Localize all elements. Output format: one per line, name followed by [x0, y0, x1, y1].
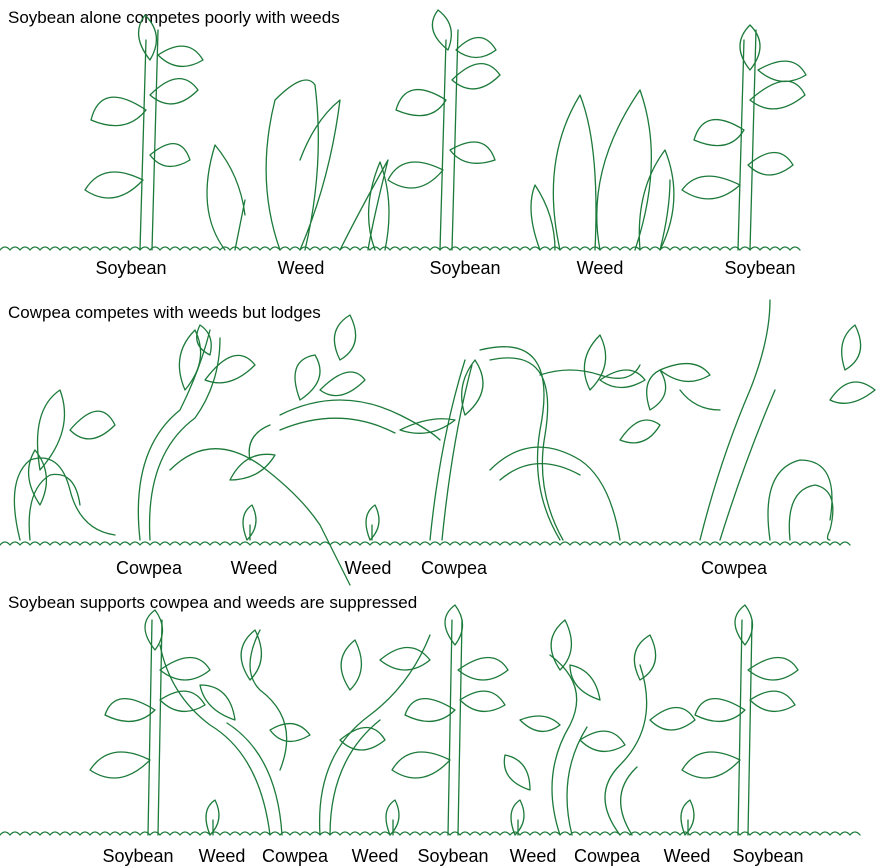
panel-illustration — [0, 290, 891, 590]
weed-plant — [207, 80, 389, 250]
plant-label: Cowpea — [701, 558, 767, 579]
weed-sprouts — [243, 505, 379, 540]
plant-label: Soybean — [417, 846, 488, 867]
ground-line — [0, 542, 850, 545]
plant-label: Cowpea — [421, 558, 487, 579]
plant-label: Weed — [199, 846, 246, 867]
plant-label: Weed — [664, 846, 711, 867]
ground-line — [0, 832, 860, 835]
plant-label: Weed — [577, 258, 624, 279]
soybean-plant — [682, 25, 806, 250]
plant-label: Weed — [231, 558, 278, 579]
weed-plant — [531, 90, 674, 250]
plant-label: Weed — [510, 846, 557, 867]
plant-label: Weed — [352, 846, 399, 867]
plant-label: Soybean — [429, 258, 500, 279]
panel-illustration — [0, 590, 891, 868]
plant-label: Soybean — [95, 258, 166, 279]
soybean-plant — [90, 610, 210, 835]
plant-label: Cowpea — [574, 846, 640, 867]
plant-label: Cowpea — [262, 846, 328, 867]
cowpea-vines — [160, 620, 695, 835]
panel-intercrop: Soybean supports cowpea and weeds are su… — [0, 590, 891, 868]
plant-label: Weed — [345, 558, 392, 579]
panel-cowpea-lodges: Cowpea competes with weeds but lodges Co… — [0, 290, 891, 590]
panel-illustration — [0, 0, 891, 290]
soybean-plant — [85, 15, 203, 250]
soybean-plant — [682, 605, 798, 835]
plant-label: Soybean — [732, 846, 803, 867]
soybean-plant — [388, 10, 500, 250]
plant-label: Weed — [278, 258, 325, 279]
soybean-plant — [392, 605, 508, 835]
plant-label: Soybean — [102, 846, 173, 867]
plant-label: Cowpea — [116, 558, 182, 579]
panel-soybean-alone: Soybean alone competes poorly with weeds… — [0, 0, 891, 290]
ground-line — [0, 247, 800, 250]
plant-label: Soybean — [724, 258, 795, 279]
